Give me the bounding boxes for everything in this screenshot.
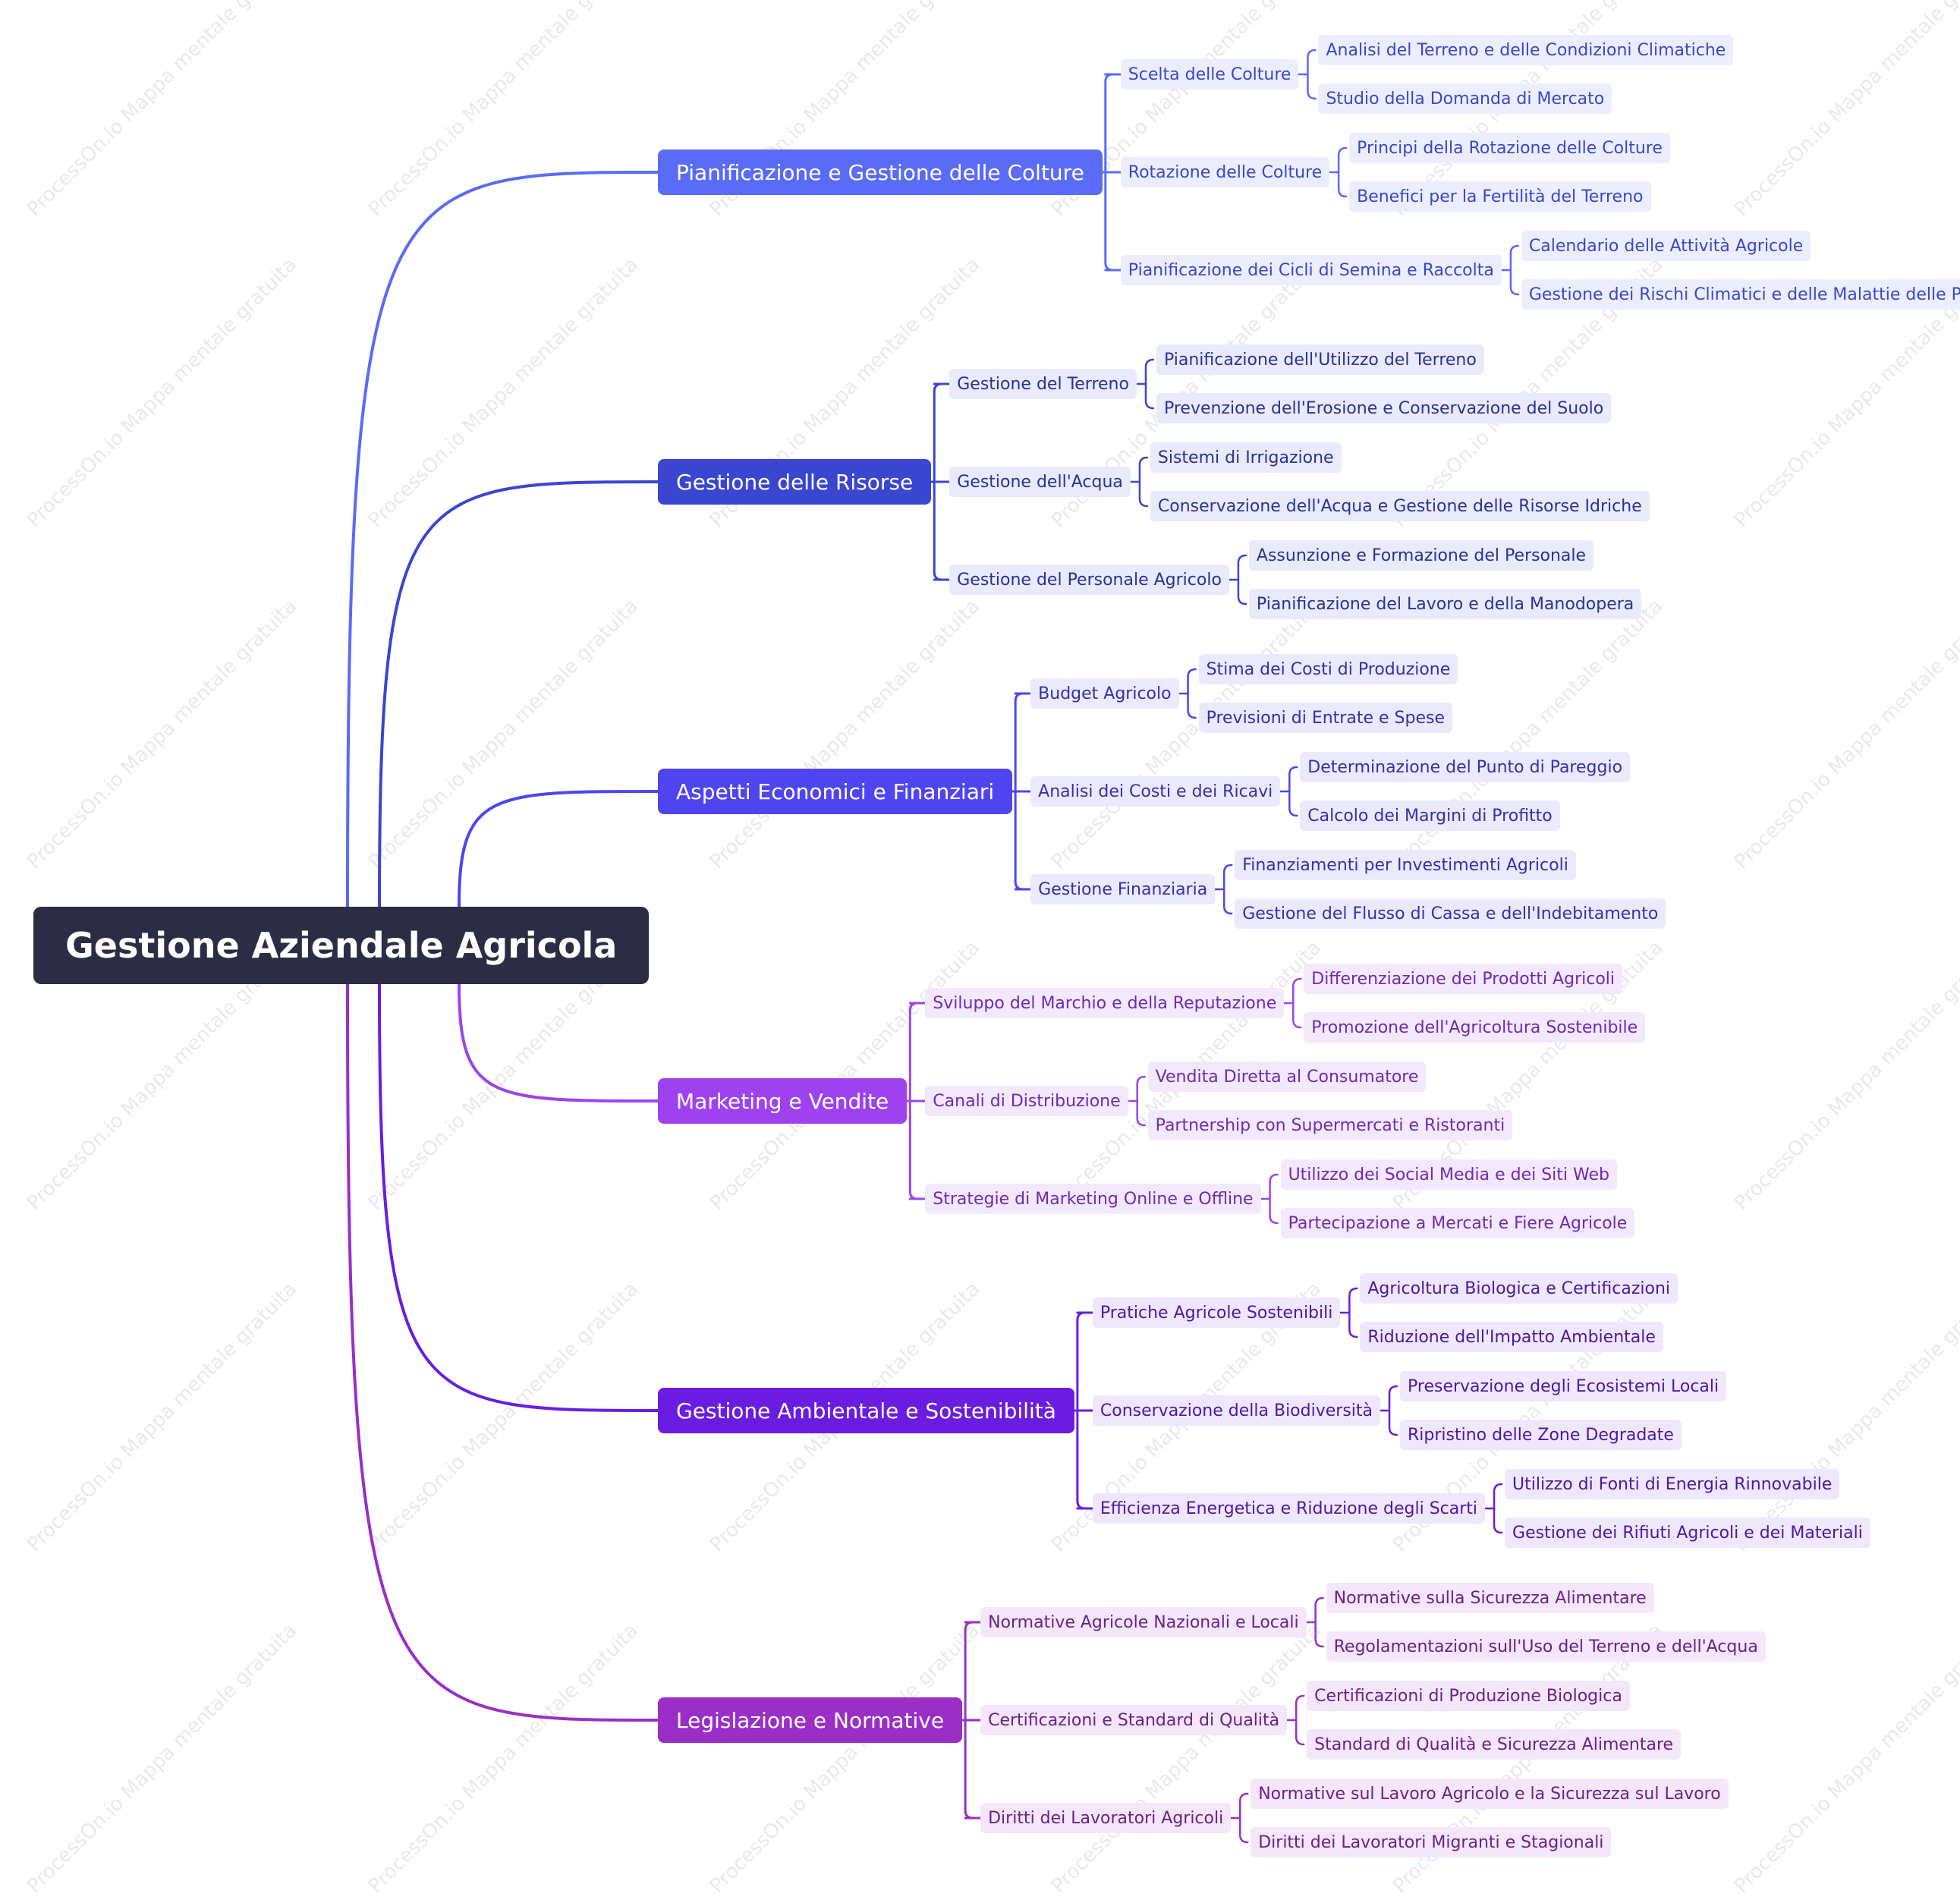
leaf-node[interactable]: Preservazione degli Ecosistemi Locali (1400, 1371, 1727, 1401)
leaf-node[interactable]: Differenziazione dei Prodotti Agricoli (1304, 964, 1623, 994)
leaf-node[interactable]: Gestione dei Rischi Climatici e delle Ma… (1521, 279, 1960, 310)
subtopic-node[interactable]: Diritti dei Lavoratori Agricoli (980, 1803, 1232, 1833)
leaf-bracket-line (1493, 1483, 1503, 1534)
leaf-node[interactable]: Gestione dei Rifiuti Agricoli e dei Mate… (1505, 1518, 1870, 1548)
subtopic-node[interactable]: Gestione del Personale Agricolo (949, 565, 1229, 595)
branch-node[interactable]: Aspetti Economici e Finanziari (658, 769, 1013, 814)
root-to-branch-line (378, 480, 659, 908)
leaf-node[interactable]: Gestione del Flusso di Cassa e dell'Inde… (1235, 898, 1666, 929)
leaf-node[interactable]: Assunzione e Formazione del Personale (1248, 540, 1594, 571)
leaf-node[interactable]: Analisi del Terreno e delle Condizioni C… (1318, 35, 1734, 65)
leaf-bracket-line (1509, 244, 1520, 296)
leaf-bracket-line (1144, 358, 1155, 410)
leaf-bracket-line (1187, 668, 1197, 719)
branch-node[interactable]: Marketing e Vendite (658, 1078, 908, 1124)
subtopic-node[interactable]: Canali di Distribuzione (925, 1086, 1128, 1116)
leaf-node[interactable]: Promozione dell'Agricoltura Sostenibile (1304, 1012, 1646, 1043)
leaf-node[interactable]: Partnership con Supermercati e Ristorant… (1147, 1110, 1513, 1140)
leaf-node[interactable]: Standard di Qualità e Sicurezza Alimenta… (1307, 1729, 1682, 1760)
leaf-node[interactable]: Vendita Diretta al Consumatore (1147, 1062, 1427, 1092)
branch-node[interactable]: Legislazione e Normative (658, 1697, 963, 1743)
leaf-node[interactable]: Calcolo dei Margini di Profitto (1300, 801, 1560, 831)
root-to-branch-line (346, 171, 659, 908)
subtopic-node[interactable]: Pratiche Agricole Sostenibili (1092, 1298, 1341, 1328)
subtopic-node[interactable]: Efficienza Energetica e Riduzione degli … (1092, 1493, 1486, 1524)
leaf-node[interactable]: Calendario delle Attività Agricole (1521, 231, 1811, 261)
leaf-bracket-line (1314, 1596, 1324, 1648)
leaf-node[interactable]: Certificazioni di Produzione Biologica (1307, 1681, 1630, 1711)
subtopic-node[interactable]: Certificazioni e Standard di Qualità (980, 1705, 1288, 1735)
subtopic-node[interactable]: Gestione dell'Acqua (949, 467, 1131, 497)
leaf-node[interactable]: Benefici per la Fertilità del Terreno (1349, 181, 1651, 212)
leaf-node[interactable]: Utilizzo dei Social Media e dei Siti Web (1280, 1159, 1617, 1190)
subtopic-node[interactable]: Scelta delle Colture (1120, 59, 1299, 90)
leaf-node[interactable]: Principi della Rotazione delle Colture (1349, 133, 1670, 163)
leaf-node[interactable]: Partecipazione a Mercati e Fiere Agricol… (1280, 1208, 1635, 1238)
subtopic-node[interactable]: Gestione del Terreno (949, 369, 1137, 399)
leaf-bracket-line (1222, 863, 1233, 915)
leaf-node[interactable]: Agricoltura Biologica e Certificazioni (1360, 1273, 1678, 1304)
leaf-bracket-line (1307, 49, 1317, 100)
leaf-node[interactable]: Studio della Domanda di Mercato (1318, 83, 1612, 114)
leaf-node[interactable]: Finanziamenti per Investimenti Agricoli (1235, 850, 1576, 880)
leaf-node[interactable]: Diritti dei Lavoratori Migranti e Stagio… (1251, 1827, 1612, 1857)
subtopic-node[interactable]: Normative Agricole Nazionali e Locali (980, 1607, 1307, 1637)
subtopic-node[interactable]: Analisi dei Costi e dei Ricavi (1030, 776, 1281, 807)
leaf-node[interactable]: Determinazione del Punto di Pareggio (1300, 752, 1631, 782)
leaf-bracket-line (1238, 1792, 1249, 1844)
subtopic-node[interactable]: Conservazione della Biodiversità (1092, 1395, 1380, 1426)
subtopic-node[interactable]: Gestione Finanziaria (1030, 874, 1216, 904)
subtopic-node[interactable]: Sviluppo del Marchio e della Reputazione (925, 988, 1285, 1018)
leaf-bracket-line (1269, 1173, 1279, 1225)
leaf-node[interactable]: Pianificazione dell'Utilizzo del Terreno (1156, 344, 1484, 375)
leaf-node[interactable]: Pianificazione del Lavoro e della Manodo… (1248, 589, 1642, 619)
leaf-bracket-line (1237, 554, 1247, 606)
leaf-bracket-line (1136, 1075, 1146, 1127)
leaf-bracket-line (1138, 456, 1149, 508)
leaf-bracket-line (1388, 1385, 1398, 1436)
root-to-branch-line (346, 983, 659, 1722)
leaf-node[interactable]: Sistemi di Irrigazione (1150, 442, 1342, 473)
root-node[interactable]: Gestione Aziendale Agricola (33, 907, 650, 984)
leaf-node[interactable]: Stima dei Costi di Produzione (1198, 654, 1458, 684)
subtopic-node[interactable]: Pianificazione dei Cicli di Semina e Rac… (1120, 255, 1502, 285)
leaf-node[interactable]: Utilizzo di Fonti di Energia Rinnovabile (1505, 1469, 1840, 1499)
leaf-bracket-line (1348, 1287, 1358, 1338)
leaf-node[interactable]: Prevenzione dell'Erosione e Conservazion… (1156, 393, 1612, 423)
leaf-node[interactable]: Riduzione dell'Impatto Ambientale (1360, 1322, 1663, 1352)
leaf-node[interactable]: Conservazione dell'Acqua e Gestione dell… (1150, 491, 1650, 521)
branch-node[interactable]: Gestione Ambientale e Sostenibilità (658, 1388, 1074, 1433)
branch-node[interactable]: Gestione delle Risorse (658, 459, 932, 505)
leaf-node[interactable]: Normative sul Lavoro Agricolo e la Sicur… (1251, 1779, 1729, 1809)
branch-node[interactable]: Pianificazione e Gestione delle Colture (658, 149, 1103, 195)
subtopic-node[interactable]: Rotazione delle Colture (1120, 157, 1330, 187)
root-to-branch-line (458, 983, 659, 1102)
leaf-bracket-line (1292, 977, 1302, 1029)
leaf-node[interactable]: Normative sulla Sicurezza Alimentare (1326, 1583, 1654, 1613)
root-to-branch-line (458, 790, 659, 908)
leaf-bracket-line (1295, 1694, 1305, 1746)
leaf-node[interactable]: Regolamentazioni sull'Uso del Terreno e … (1326, 1631, 1766, 1662)
subtopic-node[interactable]: Budget Agricolo (1030, 678, 1179, 709)
leaf-bracket-line (1337, 146, 1348, 198)
leaf-bracket-line (1288, 766, 1298, 817)
leaf-node[interactable]: Previsioni di Entrate e Spese (1198, 703, 1452, 733)
leaf-node[interactable]: Ripristino delle Zone Degradate (1400, 1420, 1682, 1450)
subtopic-node[interactable]: Strategie di Marketing Online e Offline (925, 1184, 1261, 1214)
root-to-branch-line (378, 983, 659, 1412)
